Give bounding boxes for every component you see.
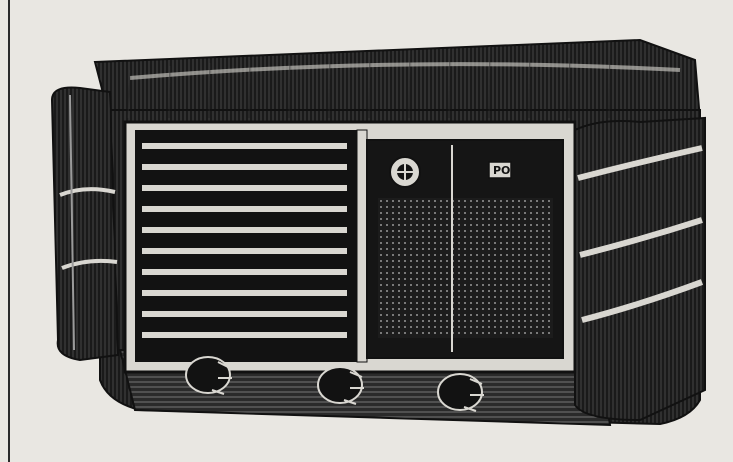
tuning-knob — [317, 366, 364, 405]
speaker-grille-slats — [135, 130, 357, 362]
top-highlight-strip — [129, 62, 681, 80]
band-label-text: PO — [493, 164, 510, 177]
ink-texture — [127, 41, 611, 119]
margin-rule — [8, 0, 10, 462]
center-divider — [356, 129, 368, 363]
tuning-dial-window — [366, 139, 564, 359]
volume-knob — [185, 356, 232, 395]
band-selector-knob — [437, 373, 484, 412]
tuning-eye-icon — [389, 156, 421, 188]
right-side-column — [574, 116, 706, 422]
left-side-column — [50, 86, 120, 362]
band-label-plate: PO — [488, 161, 512, 179]
